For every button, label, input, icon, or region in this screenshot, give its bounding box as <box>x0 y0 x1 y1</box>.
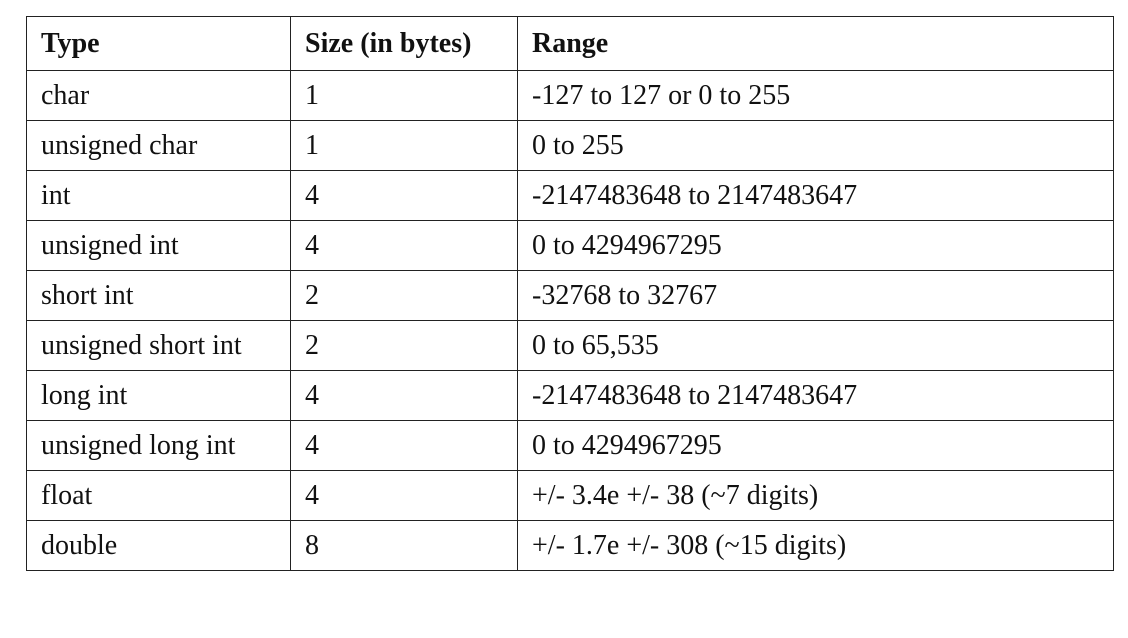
table-row: char 1 -127 to 127 or 0 to 255 <box>26 70 1114 121</box>
cell-type: unsigned short int <box>26 320 291 371</box>
cell-range: 0 to 4294967295 <box>517 220 1114 271</box>
table-row: unsigned char 1 0 to 255 <box>26 120 1114 171</box>
table-row: long int 4 -2147483648 to 2147483647 <box>26 370 1114 421</box>
cell-range: 0 to 65,535 <box>517 320 1114 371</box>
cell-size: 4 <box>290 420 518 471</box>
cell-type: unsigned long int <box>26 420 291 471</box>
cell-type: double <box>26 520 291 571</box>
cell-type: short int <box>26 270 291 321</box>
cell-size: 4 <box>290 370 518 421</box>
cell-type: float <box>26 470 291 521</box>
table-header-row: Type Size (in bytes) Range <box>26 16 1114 71</box>
cell-type: char <box>26 70 291 121</box>
cell-range: -2147483648 to 2147483647 <box>517 370 1114 421</box>
cell-range: +/- 3.4e +/- 38 (~7 digits) <box>517 470 1114 521</box>
table-row: double 8 +/- 1.7e +/- 308 (~15 digits) <box>26 520 1114 571</box>
header-range: Range <box>517 16 1114 71</box>
table-row: unsigned short int 2 0 to 65,535 <box>26 320 1114 371</box>
header-size: Size (in bytes) <box>290 16 518 71</box>
cell-type: long int <box>26 370 291 421</box>
cell-type: unsigned char <box>26 120 291 171</box>
cell-size: 4 <box>290 170 518 221</box>
header-type: Type <box>26 16 291 71</box>
cell-range: -32768 to 32767 <box>517 270 1114 321</box>
cell-range: 0 to 255 <box>517 120 1114 171</box>
cell-type: int <box>26 170 291 221</box>
cell-range: -2147483648 to 2147483647 <box>517 170 1114 221</box>
cell-range: +/- 1.7e +/- 308 (~15 digits) <box>517 520 1114 571</box>
table-row: short int 2 -32768 to 32767 <box>26 270 1114 321</box>
cell-range: -127 to 127 or 0 to 255 <box>517 70 1114 121</box>
cell-size: 1 <box>290 70 518 121</box>
table-row: float 4 +/- 3.4e +/- 38 (~7 digits) <box>26 470 1114 521</box>
table-row: unsigned long int 4 0 to 4294967295 <box>26 420 1114 471</box>
cell-size: 8 <box>290 520 518 571</box>
data-types-table-container: Type Size (in bytes) Range char 1 -127 t… <box>26 16 1114 571</box>
cell-range: 0 to 4294967295 <box>517 420 1114 471</box>
cell-size: 2 <box>290 320 518 371</box>
cell-size: 4 <box>290 220 518 271</box>
data-types-table: Type Size (in bytes) Range char 1 -127 t… <box>26 16 1114 571</box>
cell-size: 4 <box>290 470 518 521</box>
cell-size: 2 <box>290 270 518 321</box>
table-row: int 4 -2147483648 to 2147483647 <box>26 170 1114 221</box>
cell-type: unsigned int <box>26 220 291 271</box>
cell-size: 1 <box>290 120 518 171</box>
table-row: unsigned int 4 0 to 4294967295 <box>26 220 1114 271</box>
